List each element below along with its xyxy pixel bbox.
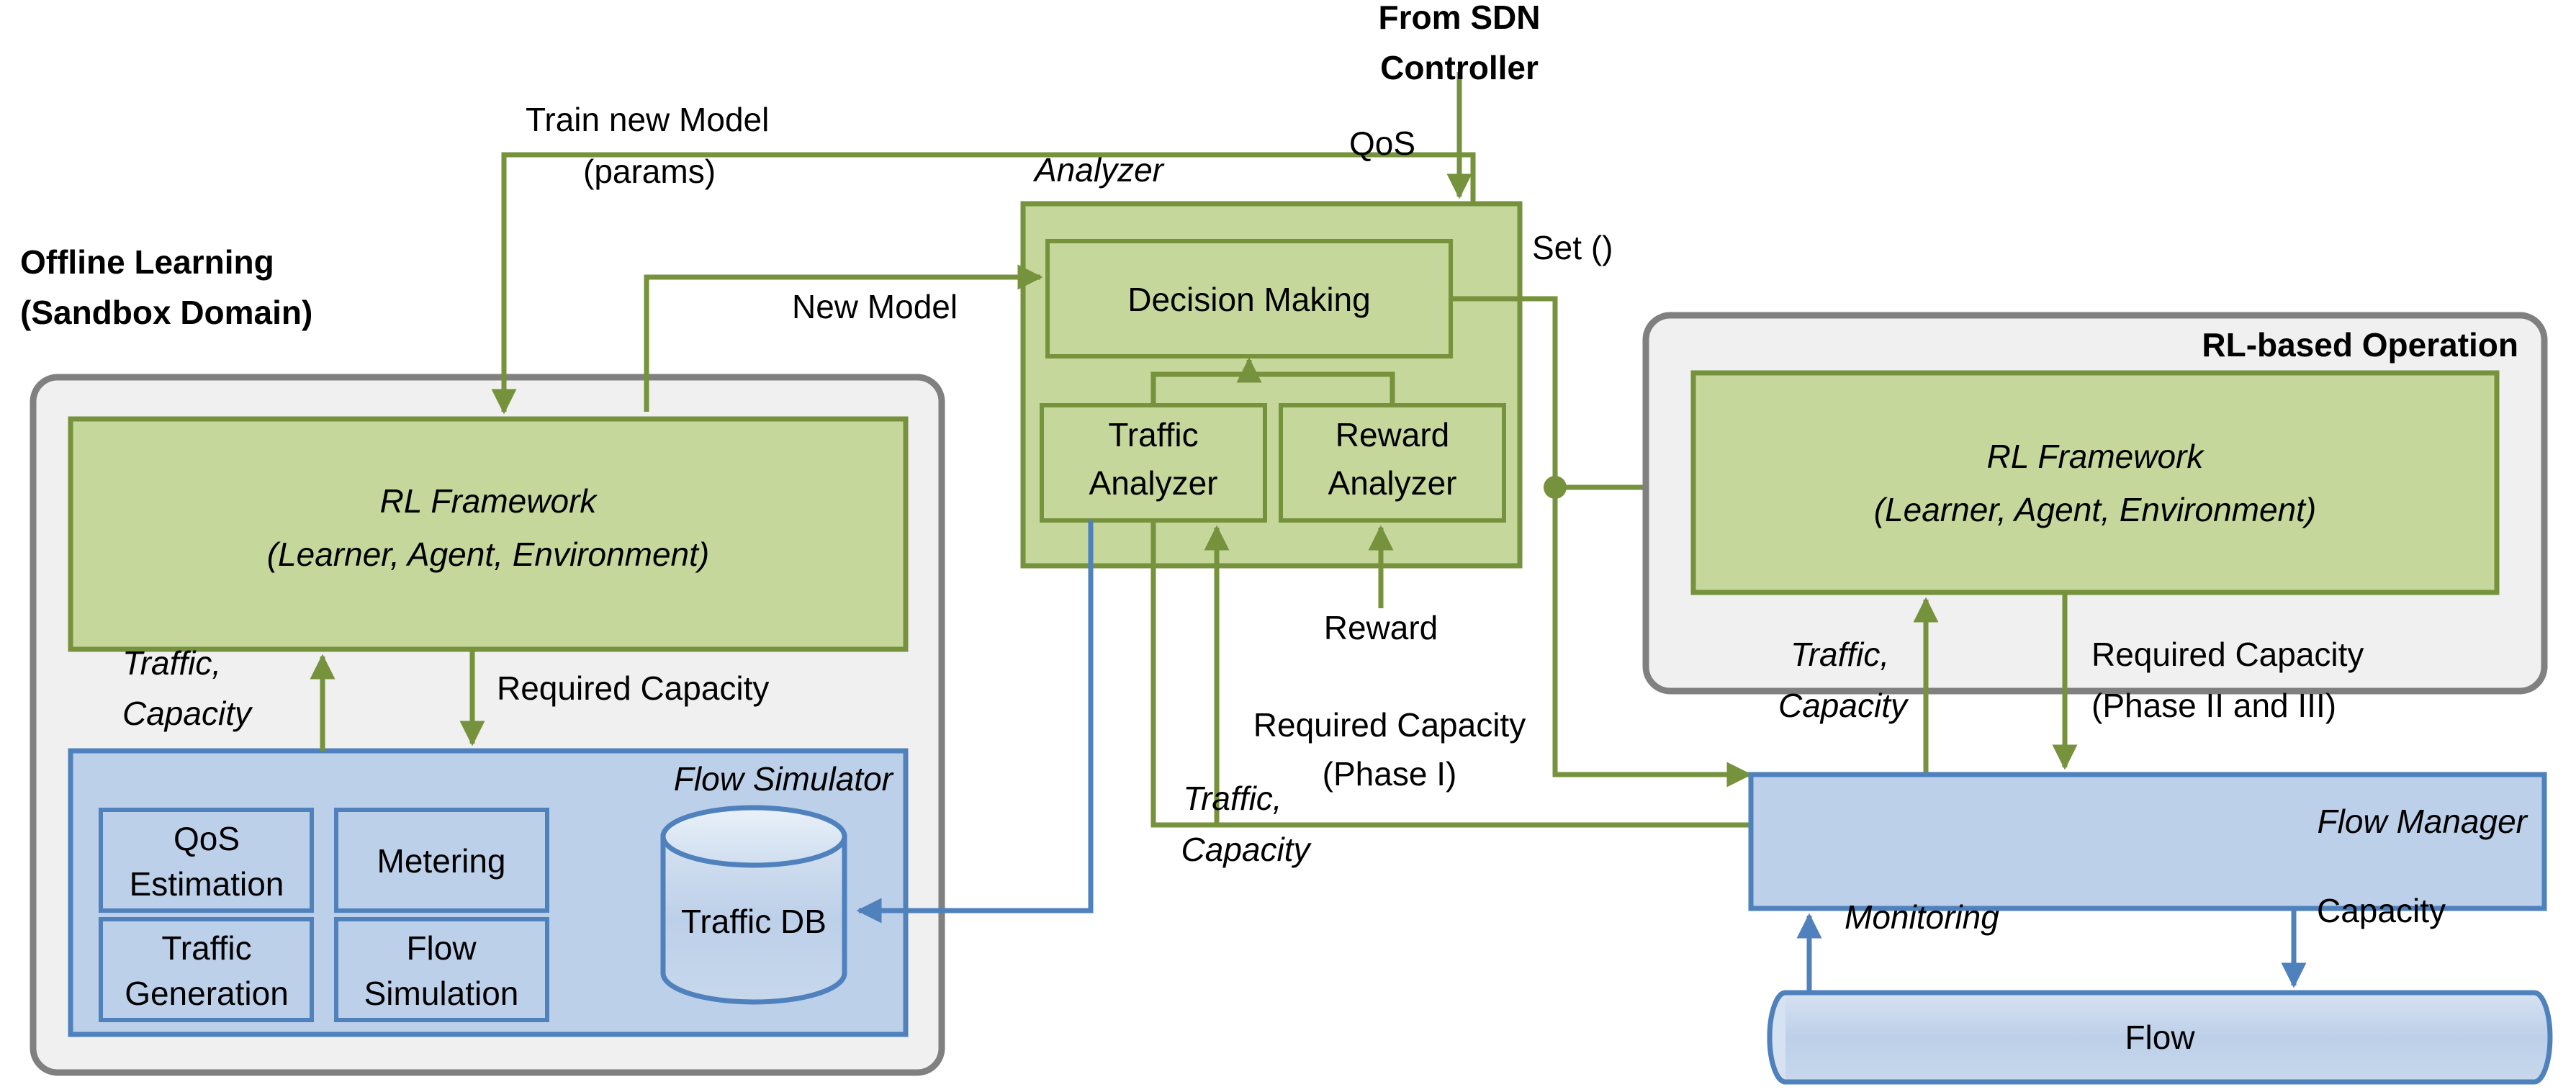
traffic-analyzer-label-line2: Analyzer bbox=[1089, 464, 1218, 502]
edge-capacity-label: Capacity bbox=[2317, 892, 2446, 929]
flow-pipe-label: Flow bbox=[2125, 1019, 2195, 1056]
operation-edge-capacity-line2: (Phase II and III) bbox=[2091, 687, 2336, 724]
edge-new-model-label: New Model bbox=[792, 288, 958, 325]
flow-pipe bbox=[1767, 990, 2553, 1085]
edge-traffic-analyzer-to-traffic-db bbox=[856, 520, 1094, 924]
edge-set-required-capacity-phase1 bbox=[1451, 296, 1752, 788]
decision-making-label: Decision Making bbox=[1127, 281, 1370, 318]
edge-qos-label: QoS bbox=[1349, 125, 1415, 162]
offline-rl-framework-line1: RL Framework bbox=[380, 482, 598, 520]
offline-edge-required-capacity: Required Capacity bbox=[497, 669, 769, 707]
module-flow-simulation bbox=[334, 917, 549, 1022]
edge-analyzers-join bbox=[1150, 371, 1395, 405]
module-metering-label: Metering bbox=[377, 842, 506, 880]
edge-junction-dot bbox=[1544, 476, 1567, 499]
offline-edge-traffic-line2: Capacity bbox=[122, 695, 253, 732]
traffic-db-label: Traffic DB bbox=[681, 903, 827, 940]
module-qos-estimation bbox=[99, 808, 314, 913]
edge-train-new-model-label-line2: (params) bbox=[583, 153, 716, 190]
analyzer-label: Analyzer bbox=[1032, 151, 1165, 189]
module-traffic-generation bbox=[99, 917, 314, 1022]
offline-title-line1: Offline Learning bbox=[20, 243, 274, 281]
offline-title-line2: (Sandbox Domain) bbox=[20, 294, 312, 331]
sdn-source-label-line1: From SDN bbox=[1379, 0, 1541, 36]
module-metering bbox=[334, 808, 549, 913]
operation-rl-framework-box bbox=[1690, 370, 2500, 595]
operation-edge-capacity-line1: Required Capacity bbox=[2091, 636, 2364, 673]
edge-center-traffic-line1: Traffic, bbox=[1183, 780, 1282, 817]
reward-analyzer-label-line1: Reward bbox=[1336, 416, 1450, 454]
sdn-source-label-line2: Controller bbox=[1380, 49, 1539, 86]
edge-set-label: Set () bbox=[1532, 229, 1613, 266]
flow-simulator-label: Flow Simulator bbox=[674, 760, 894, 798]
module-flow-sim-label-line2: Simulation bbox=[364, 975, 519, 1012]
reward-analyzer-label-line2: Analyzer bbox=[1328, 464, 1457, 502]
edge-train-new-model-label-line1: Train new Model bbox=[526, 101, 769, 138]
flow-manager-label: Flow Manager bbox=[2318, 803, 2528, 840]
module-flow-sim-label-line1: Flow bbox=[406, 929, 477, 967]
edge-required-capacity-phase1-line1: Required Capacity bbox=[1253, 706, 1526, 744]
reward-analyzer-box bbox=[1279, 403, 1506, 523]
flow-manager-box bbox=[1748, 772, 2547, 911]
offline-rl-framework-box bbox=[68, 416, 909, 652]
traffic-db-cylinder bbox=[660, 805, 847, 1005]
edge-traffic-capacity-center bbox=[1150, 520, 1749, 828]
decision-making-box bbox=[1045, 239, 1453, 358]
operation-edge-traffic-line1: Traffic, bbox=[1791, 636, 1889, 673]
module-qos-label-line1: QoS bbox=[174, 820, 240, 857]
operation-rl-framework-line1: RL Framework bbox=[1987, 438, 2205, 475]
edge-train-new-model bbox=[491, 152, 1476, 415]
edge-monitoring-label: Monitoring bbox=[1845, 898, 1999, 936]
rl-operation-title: RL-based Operation bbox=[2202, 326, 2518, 364]
module-traffic-gen-label-line2: Generation bbox=[125, 975, 289, 1012]
traffic-analyzer-label-line1: Traffic bbox=[1108, 416, 1198, 454]
operation-edge-traffic-line2: Capacity bbox=[1778, 687, 1909, 724]
edge-center-traffic-line2: Capacity bbox=[1181, 831, 1312, 868]
module-qos-label-line2: Estimation bbox=[130, 865, 284, 903]
offline-edge-traffic-line1: Traffic, bbox=[122, 644, 221, 682]
edge-reward-label: Reward bbox=[1324, 609, 1438, 646]
module-traffic-gen-label-line1: Traffic bbox=[161, 929, 251, 967]
operation-rl-framework-line2: (Learner, Agent, Environment) bbox=[1874, 491, 2317, 528]
offline-rl-framework-line2: (Learner, Agent, Environment) bbox=[267, 536, 710, 573]
edge-new-model bbox=[644, 264, 1043, 412]
edge-required-capacity-phase1-line2: (Phase I) bbox=[1323, 755, 1457, 793]
